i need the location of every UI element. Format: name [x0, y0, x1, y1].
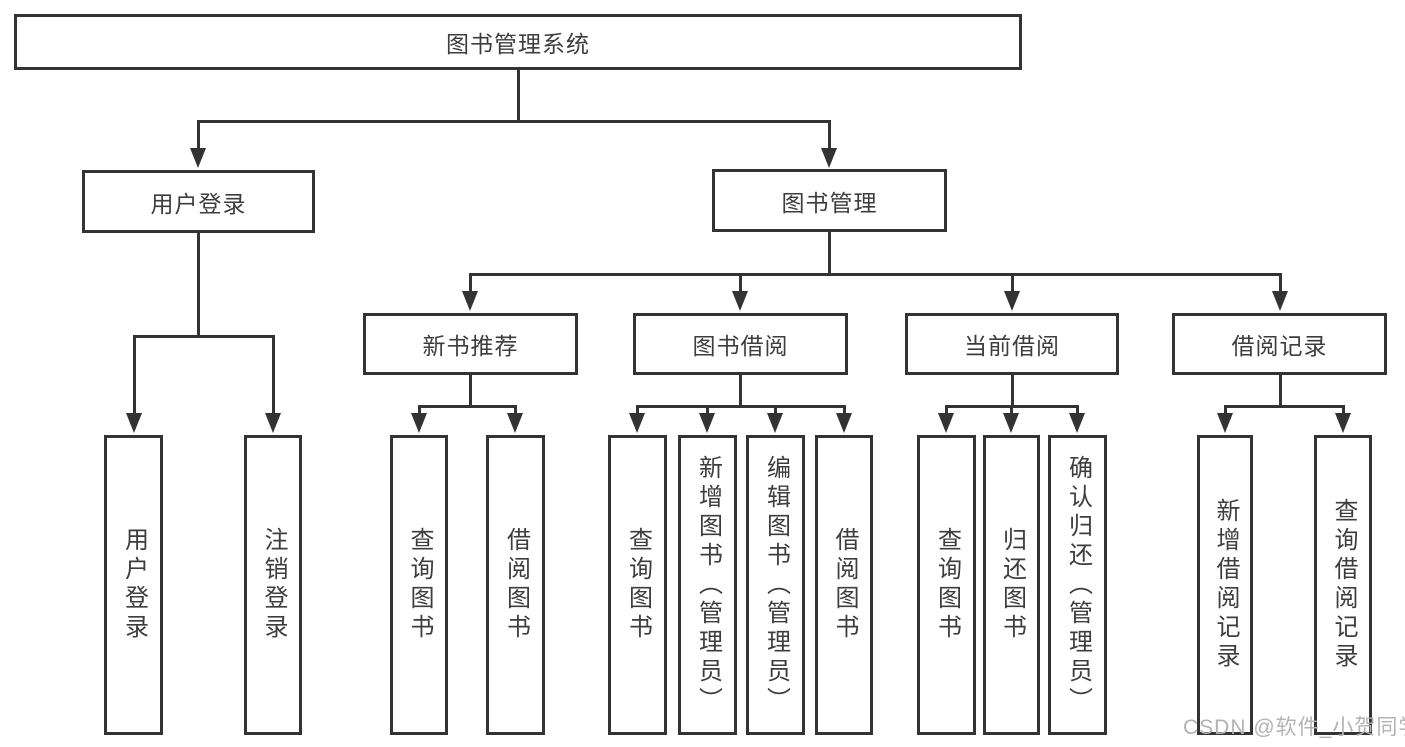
connector-arrow-stem [828, 120, 831, 152]
arrow-down-icon [507, 413, 523, 433]
arrow-down-icon [1272, 291, 1288, 311]
arrow-down-icon [938, 413, 954, 433]
arrow-down-icon [821, 148, 837, 168]
arrow-down-icon [1003, 413, 1019, 433]
arrow-down-icon [1004, 291, 1020, 311]
connector-arrow-stem [514, 405, 517, 417]
connector-arrow-stem [1224, 405, 1227, 417]
arrow-down-icon [629, 413, 645, 433]
connector-vline [1011, 375, 1014, 407]
connector-vline [739, 375, 742, 407]
connector-hline [1224, 405, 1345, 408]
connector-hline [636, 405, 846, 408]
node-edit-books-admin: 编辑图书（管理员） [746, 435, 805, 735]
node-query-books-1: 查询图书 [390, 435, 448, 735]
node-query-books-3: 查询图书 [917, 435, 976, 735]
connector-arrow-stem [1011, 273, 1014, 295]
node-new-book-recommendation: 新书推荐 [363, 313, 578, 375]
node-borrow-books-2: 借阅图书 [815, 435, 873, 735]
arrow-down-icon [699, 413, 715, 433]
connector-arrow-stem [1279, 273, 1282, 295]
node-confirm-return-admin: 确认归还（管理员） [1048, 435, 1107, 735]
connector-hline [418, 405, 517, 408]
connector-arrow-stem [945, 405, 948, 417]
connector-arrow-stem [469, 273, 472, 295]
arrow-down-icon [190, 148, 206, 168]
connector-vline [828, 232, 831, 275]
arrow-down-icon [732, 291, 748, 311]
arrow-down-icon [1069, 413, 1085, 433]
arrow-down-icon [411, 413, 427, 433]
node-query-books-2: 查询图书 [608, 435, 667, 735]
node-library-management-system: 图书管理系统 [14, 14, 1022, 70]
connector-arrow-stem [418, 405, 421, 417]
connector-hline [197, 120, 831, 123]
connector-arrow-stem [774, 405, 777, 417]
connector-vline [197, 233, 200, 337]
node-user-login: 用户登录 [104, 435, 163, 735]
arrow-down-icon [126, 413, 142, 433]
arrow-down-icon [767, 413, 783, 433]
node-borrow-books-1: 借阅图书 [486, 435, 545, 735]
connector-vline [469, 375, 472, 407]
connector-arrow-stem [739, 273, 742, 295]
node-return-books: 归还图书 [983, 435, 1040, 735]
connector-vline [517, 70, 520, 121]
connector-arrow-stem [636, 405, 639, 417]
node-borrowing-records: 借阅记录 [1172, 313, 1387, 375]
connector-arrow-stem [1010, 405, 1013, 417]
arrow-down-icon [836, 413, 852, 433]
connector-vline [1279, 375, 1282, 407]
node-book-management: 图书管理 [712, 169, 947, 232]
connector-hline [469, 273, 1282, 276]
watermark: CSDN @软件_小贺同学 [1183, 716, 1405, 739]
node-add-borrow-record: 新增借阅记录 [1197, 435, 1253, 735]
arrow-down-icon [462, 291, 478, 311]
connector-arrow-stem [1076, 405, 1079, 417]
connector-arrow-stem [272, 335, 275, 417]
connector-arrow-stem [843, 405, 846, 417]
connector-arrow-stem [706, 405, 709, 417]
node-current-borrowing: 当前借阅 [905, 313, 1119, 375]
node-user-login-group: 用户登录 [82, 170, 315, 233]
node-add-books-admin: 新增图书（管理员） [678, 435, 737, 735]
connector-hline [133, 335, 275, 338]
connector-arrow-stem [133, 335, 136, 417]
node-book-borrowing: 图书借阅 [633, 313, 848, 375]
arrow-down-icon [1217, 413, 1233, 433]
connector-arrow-stem [197, 120, 200, 152]
node-logout: 注销登录 [244, 435, 302, 735]
connector-arrow-stem [1342, 405, 1345, 417]
arrow-down-icon [1335, 413, 1351, 433]
node-query-borrow-record: 查询借阅记录 [1314, 435, 1372, 735]
arrow-down-icon [265, 413, 281, 433]
